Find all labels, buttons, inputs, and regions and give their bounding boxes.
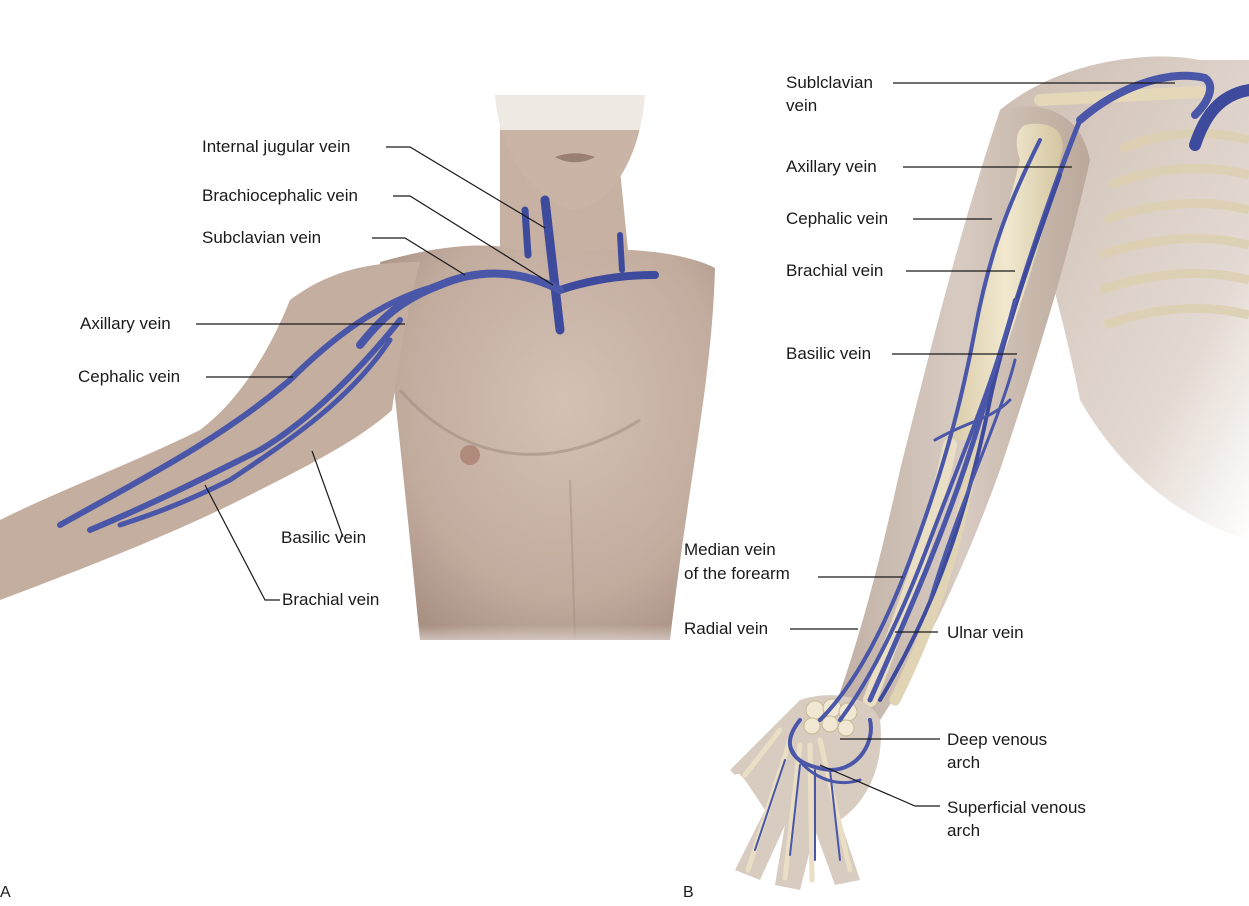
label-a-cephalic-vein: Cephalic vein <box>78 366 180 388</box>
panel-b-figure <box>730 57 1249 890</box>
panel-label-b: B <box>683 884 694 902</box>
label-b-superficial-arch-line2: arch <box>947 820 980 842</box>
label-b-basilic-vein: Basilic vein <box>786 343 871 365</box>
label-a-subclavian-vein: Subclavian vein <box>202 227 321 249</box>
label-a-brachial-vein: Brachial vein <box>282 589 379 611</box>
label-a-brachiocephalic-vein: Brachiocephalic vein <box>202 185 358 207</box>
label-b-deep-arch-line2: arch <box>947 752 980 774</box>
panel-label-a: A <box>0 884 11 902</box>
label-b-cephalic-vein: Cephalic vein <box>786 208 888 230</box>
label-a-axillary-vein: Axillary vein <box>80 313 171 335</box>
label-b-superficial-arch-line1: Superficial venous <box>947 797 1086 819</box>
label-a-internal-jugular-vein: Internal jugular vein <box>202 136 350 158</box>
label-b-median-line1: Median vein <box>684 539 776 561</box>
label-b-brachial-vein: Brachial vein <box>786 260 883 282</box>
label-b-median-line2: of the forearm <box>684 563 790 585</box>
label-b-axillary-vein: Axillary vein <box>786 156 877 178</box>
label-b-radial-vein: Radial vein <box>684 618 768 640</box>
label-b-ulnar-vein: Ulnar vein <box>947 622 1024 644</box>
label-b-subclavian-line2: vein <box>786 95 817 117</box>
label-a-basilic-vein: Basilic vein <box>281 527 366 549</box>
label-b-deep-arch-line1: Deep venous <box>947 729 1047 751</box>
label-b-subclavian-line1: Sublclavian <box>786 72 873 94</box>
